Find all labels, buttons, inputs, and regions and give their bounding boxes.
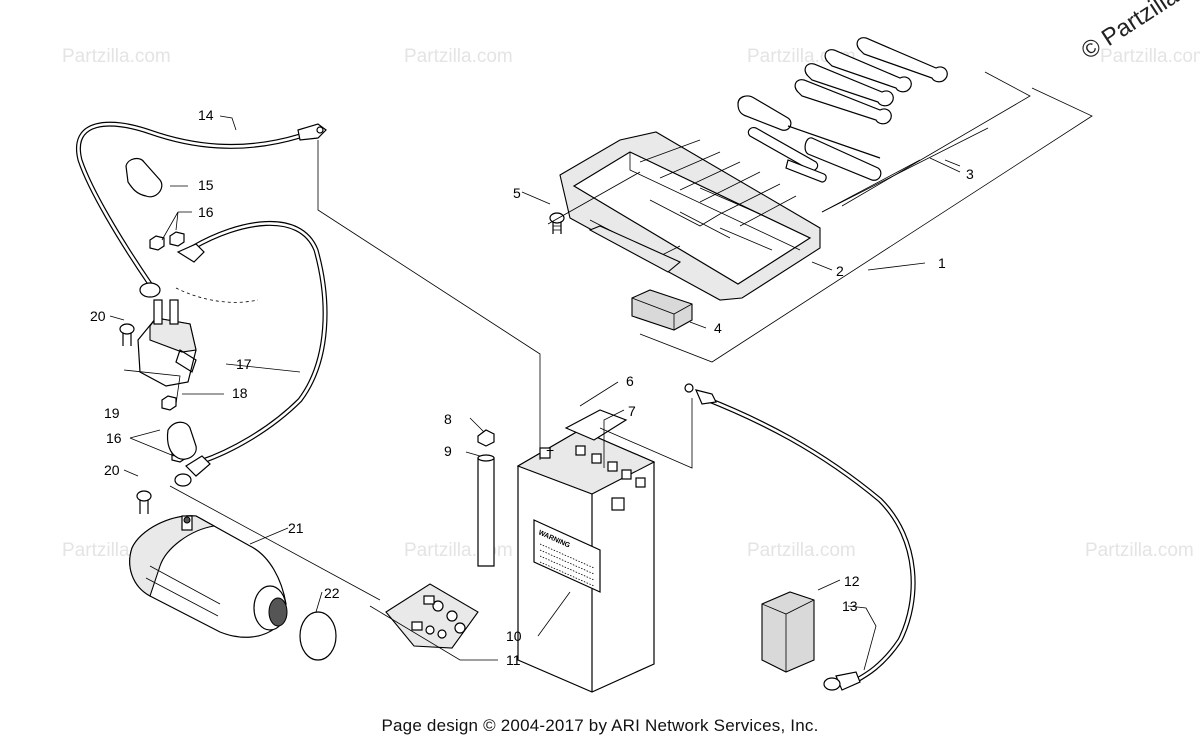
terminal-boot xyxy=(125,157,163,198)
callout-6: 6 xyxy=(626,373,634,389)
starter-cable xyxy=(174,220,328,487)
vent-tube xyxy=(477,454,495,567)
battery-cable xyxy=(76,121,327,298)
sponge-block xyxy=(761,591,815,673)
callout-22: 22 xyxy=(324,585,340,601)
callout-numbers: 1 2 3 4 5 6 7 8 9 10 11 12 13 14 15 16 1… xyxy=(90,107,974,668)
o-ring xyxy=(299,611,337,661)
watermark: Partzilla.com xyxy=(1100,46,1200,67)
callout-1: 1 xyxy=(938,255,946,271)
callout-16: 16 xyxy=(106,430,122,446)
watermark-layer: Partzilla.com Partzilla.com Partzilla.co… xyxy=(62,46,1200,561)
callout-7: 7 xyxy=(628,403,636,419)
tool-tray xyxy=(559,131,821,301)
bolt xyxy=(119,323,135,346)
sponge-pad xyxy=(631,289,693,331)
callout-16: 16 xyxy=(198,204,214,220)
callout-9: 9 xyxy=(444,443,452,459)
callout-20: 20 xyxy=(104,462,120,478)
callout-15: 15 xyxy=(198,177,214,193)
watermark: Partzilla.com xyxy=(62,46,171,67)
terminal-boot xyxy=(166,421,197,460)
clamp xyxy=(477,429,495,447)
bolt xyxy=(136,490,152,514)
callout-18: 18 xyxy=(232,385,248,401)
watermark: Partzilla.com xyxy=(404,540,513,561)
callout-19: 19 xyxy=(104,405,120,421)
callout-14: 14 xyxy=(198,107,214,123)
copyright-footer: Page design © 2004-2017 by ARI Network S… xyxy=(381,716,819,735)
callout-3: 3 xyxy=(966,166,974,182)
starter-motor xyxy=(129,515,288,638)
callout-13: 13 xyxy=(842,598,858,614)
callout-8: 8 xyxy=(444,411,452,427)
callout-12: 12 xyxy=(844,573,860,589)
battery: WARNING + xyxy=(516,409,656,693)
callout-11: 11 xyxy=(506,652,521,668)
callout-21: 21 xyxy=(288,520,304,536)
battery-terminal-symbol: + xyxy=(546,442,554,458)
watermark: Partzilla.com xyxy=(404,46,513,67)
callout-10: 10 xyxy=(506,628,522,644)
leader-lines xyxy=(109,115,961,671)
starter-solenoid xyxy=(137,299,197,387)
callout-17: 17 xyxy=(236,356,252,372)
callout-2: 2 xyxy=(836,263,844,279)
tool-kit xyxy=(737,28,1031,213)
watermark: Partzilla.com xyxy=(747,540,856,561)
callout-5: 5 xyxy=(513,185,521,201)
callout-20: 20 xyxy=(90,308,106,324)
watermark: Partzilla.com xyxy=(1085,540,1194,561)
callout-4: 4 xyxy=(714,320,722,336)
negative-cable xyxy=(684,383,916,691)
hardware-kit xyxy=(385,583,479,649)
